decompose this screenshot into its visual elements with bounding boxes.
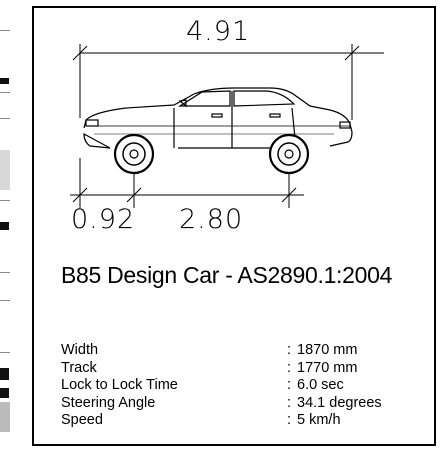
spec-table: Width : 1870 mm Track : 1770 mm Lock to … (61, 342, 382, 430)
spec-separator: : (287, 359, 292, 376)
spec-row-steering-angle: Steering Angle : 34.1 degrees (61, 395, 382, 413)
spec-row-speed: Speed : 5 km/h (61, 412, 382, 430)
spec-label: Track (61, 359, 97, 376)
background-drawing-strip (0, 0, 12, 450)
spec-label: Steering Angle (61, 394, 156, 411)
spec-value: 1770 mm (297, 359, 358, 376)
wheelbase-value: 2.80 (179, 204, 244, 235)
car-dimension-drawing (70, 44, 384, 208)
front-overhang-value: 0.92 (71, 204, 136, 235)
spec-separator: : (287, 412, 292, 428)
vehicle-spec-panel: 4.91 0.92 2.80 B85 Design Car - AS2890.1… (32, 6, 436, 446)
car-side-view (83, 87, 353, 149)
spec-label: Lock to Lock Time (61, 377, 178, 393)
spec-label: Width (61, 342, 99, 358)
spec-label: Speed (61, 412, 103, 428)
spec-row-width: Width : 1870 mm (61, 342, 382, 360)
spec-value: 6.0 sec (297, 377, 344, 393)
spec-value: 5 km/h (297, 412, 341, 428)
overall-length-value: 4.91 (186, 16, 251, 47)
spec-value: 34.1 degrees (297, 394, 382, 411)
spec-value: 1870 mm (297, 342, 358, 358)
spec-separator: : (287, 377, 292, 393)
spec-separator: : (287, 394, 292, 411)
spec-row-track: Track : 1770 mm (61, 360, 382, 378)
spec-separator: : (287, 342, 292, 358)
spec-row-lock-time: Lock to Lock Time : 6.0 sec (61, 377, 382, 395)
drawing-title: B85 Design Car - AS2890.1:2004 (61, 262, 393, 288)
